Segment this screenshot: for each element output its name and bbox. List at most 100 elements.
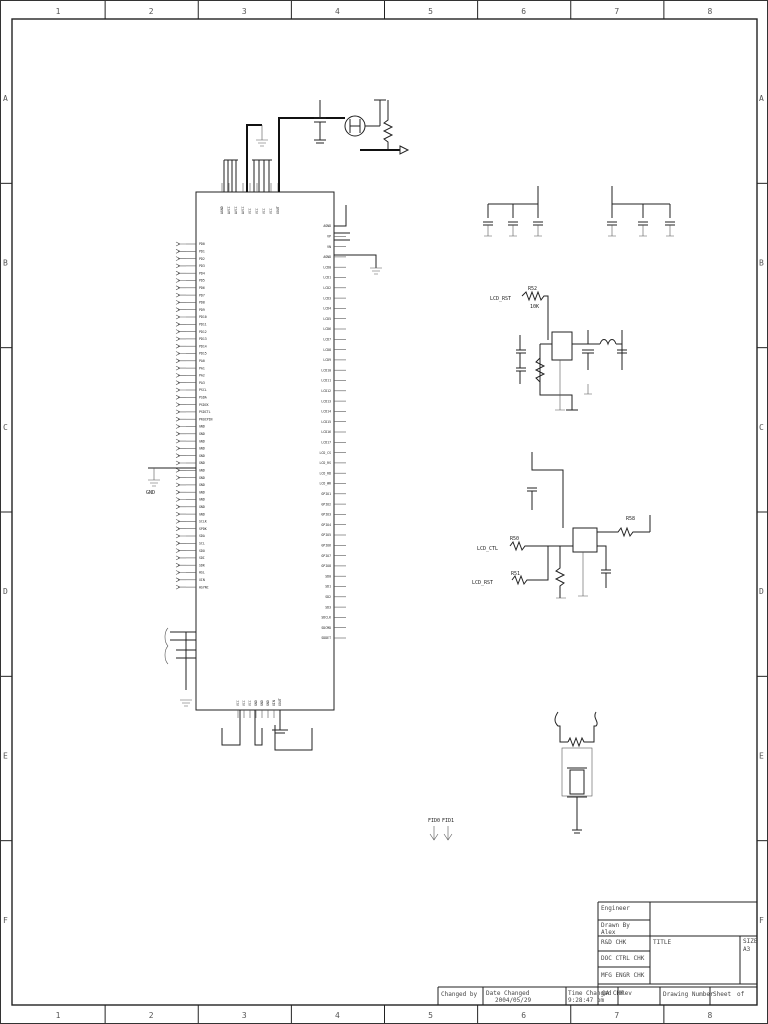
mcu-pin-left-label: GND	[199, 454, 205, 458]
mcu-pin-top-label: VCC	[255, 208, 259, 214]
size-label: SIZE	[743, 938, 758, 945]
mcu-pin-right-label: LCD6	[323, 327, 331, 331]
mcu-pin-left-label: PD3	[199, 264, 205, 268]
net-arrow-icon	[175, 416, 186, 422]
rd-chk-label: R&D CHK	[601, 939, 627, 946]
crystal-lead-right	[586, 711, 598, 743]
changed-by-label: Changed by	[441, 991, 478, 998]
net-arrow-icon	[175, 270, 186, 276]
mcu-pin-bottom-label: GND	[260, 700, 264, 706]
mcu-pin-left-label: GND	[199, 439, 205, 443]
mcu-pin-bottom-label: VCC	[242, 700, 246, 706]
cap-top-1	[314, 100, 326, 144]
time-changed-value: 9:28:47 pm	[568, 997, 605, 1004]
ctrl-ic	[572, 527, 598, 553]
title-label: TITLE	[653, 939, 671, 946]
mcu-pin-bottom-label: GND	[266, 700, 270, 706]
net-arrow-icon	[175, 336, 186, 342]
lcd-ctrl-block: LCD_CTL LCD_RST R50 R51 R58	[472, 452, 651, 599]
osc-wire	[365, 99, 386, 127]
mcu-pin-left-label: PD11	[199, 323, 207, 327]
mcu-pin-right-label: LCD4	[323, 307, 331, 311]
mcu-pin-right-label: SDDET	[321, 636, 331, 640]
mcu-pin-top-label: AGND	[220, 206, 224, 214]
mcu-pin-left-label: SDI	[199, 556, 205, 560]
gnd-left-bottom	[180, 699, 192, 707]
fid0-label: FID0	[428, 818, 440, 824]
date-changed-value: 2004/05/29	[495, 997, 532, 1004]
net-arrow-icon	[175, 438, 186, 444]
sheet-label: Sheet	[713, 991, 731, 998]
net-arrow-icon	[175, 541, 186, 546]
lcd-rst-label: LCD_RST	[490, 296, 511, 302]
net-arrow-icon	[175, 577, 186, 583]
mcu-pin-top-label: AVCC	[234, 206, 238, 214]
row-label-left: B	[3, 259, 8, 268]
mcu-pin-right-label: VP	[327, 235, 331, 239]
mcu-pin-left-label: PD0	[199, 242, 205, 246]
net-arrow-icon	[175, 504, 186, 510]
net-arrow-icon	[175, 249, 186, 254]
top-wire-main	[278, 117, 345, 192]
mcu-pin-left-label: PD13	[199, 337, 207, 341]
mcu-pin-right-label: LCD5	[323, 317, 331, 321]
mcu-pin-right-label: LCD10	[321, 368, 331, 372]
col-label-bottom: 5	[428, 1011, 433, 1020]
mcu-pin-left-label: GND	[199, 476, 205, 480]
mcu-pin-left-label: PA2	[199, 374, 205, 378]
row-label-right: E	[759, 752, 764, 761]
net-arrow-icon	[175, 511, 186, 517]
mcu-pin-left-label: GND	[199, 498, 205, 502]
net-arrow-icon	[175, 519, 186, 524]
r50-label: R50	[510, 536, 519, 542]
mcu-pin-bottom-label: GND	[254, 700, 258, 706]
gnd-left-label: GND	[146, 490, 155, 496]
top-bus-b	[252, 159, 272, 192]
mcu-pin-right-label: GPIO2	[321, 502, 331, 506]
net-arrow-icon	[175, 475, 186, 480]
net-arrow-icon	[175, 409, 186, 415]
mcu-pin-left-label: PD15	[199, 352, 207, 356]
mcu-pin-right-label: GPIO3	[321, 513, 331, 517]
drawn-by-value: Alex	[601, 929, 616, 936]
mcu-pin-left-label: PROCPIN	[199, 417, 213, 421]
mcu-pin-right-label: GPIO7	[321, 554, 331, 558]
row-label-right: C	[759, 423, 764, 432]
left-header-sym	[164, 627, 169, 665]
mcu-pin-right-label: LCD16	[321, 430, 331, 434]
mcu-pin-left-label: PSDCTL	[199, 410, 211, 414]
mcu-pin-left-label: PD2	[199, 257, 205, 261]
net-arrow-icon	[175, 453, 186, 458]
mcu-pin-right-label: SD0	[325, 574, 331, 578]
net-arrow-icon	[175, 468, 186, 473]
top-wire-left	[246, 124, 262, 192]
mcu-pin-top-label: VCC	[269, 208, 273, 214]
inductor	[599, 339, 617, 346]
mcu-pin-left-label: SDA	[199, 534, 205, 538]
mcu-pin-right-label: LCD_RS	[319, 461, 331, 465]
lcd-reset-block: LCD_RST R52 10K	[490, 286, 627, 411]
row-label-right: B	[759, 259, 764, 268]
crystal-lead-left	[554, 711, 568, 743]
mcu-pin-left-label: PA0	[199, 359, 205, 363]
net-arrow-icon	[175, 241, 186, 247]
net-arrow-icon	[175, 343, 186, 349]
net-arrow-icon	[175, 351, 186, 356]
mcu-pin-right-label: GPIO4	[321, 523, 331, 527]
mcu-pin-right-label: LCD2	[323, 286, 331, 290]
mcu-pin-right-label: SDCMD	[321, 626, 331, 630]
mcu-pin-bottom-label: VCC	[236, 700, 240, 706]
time-changed-label: Time Changed	[568, 990, 612, 997]
mcu-pin-left-label: HSL	[199, 571, 205, 575]
top-bus-a	[223, 159, 238, 192]
r51-label: R51	[511, 571, 520, 577]
net-arrow-icon	[175, 497, 186, 502]
col-label-bottom: 3	[242, 1011, 247, 1020]
row-label-left: F	[3, 916, 8, 925]
mcu-pin-left-label: SDO	[199, 549, 205, 553]
col-label-top: 2	[149, 7, 154, 16]
